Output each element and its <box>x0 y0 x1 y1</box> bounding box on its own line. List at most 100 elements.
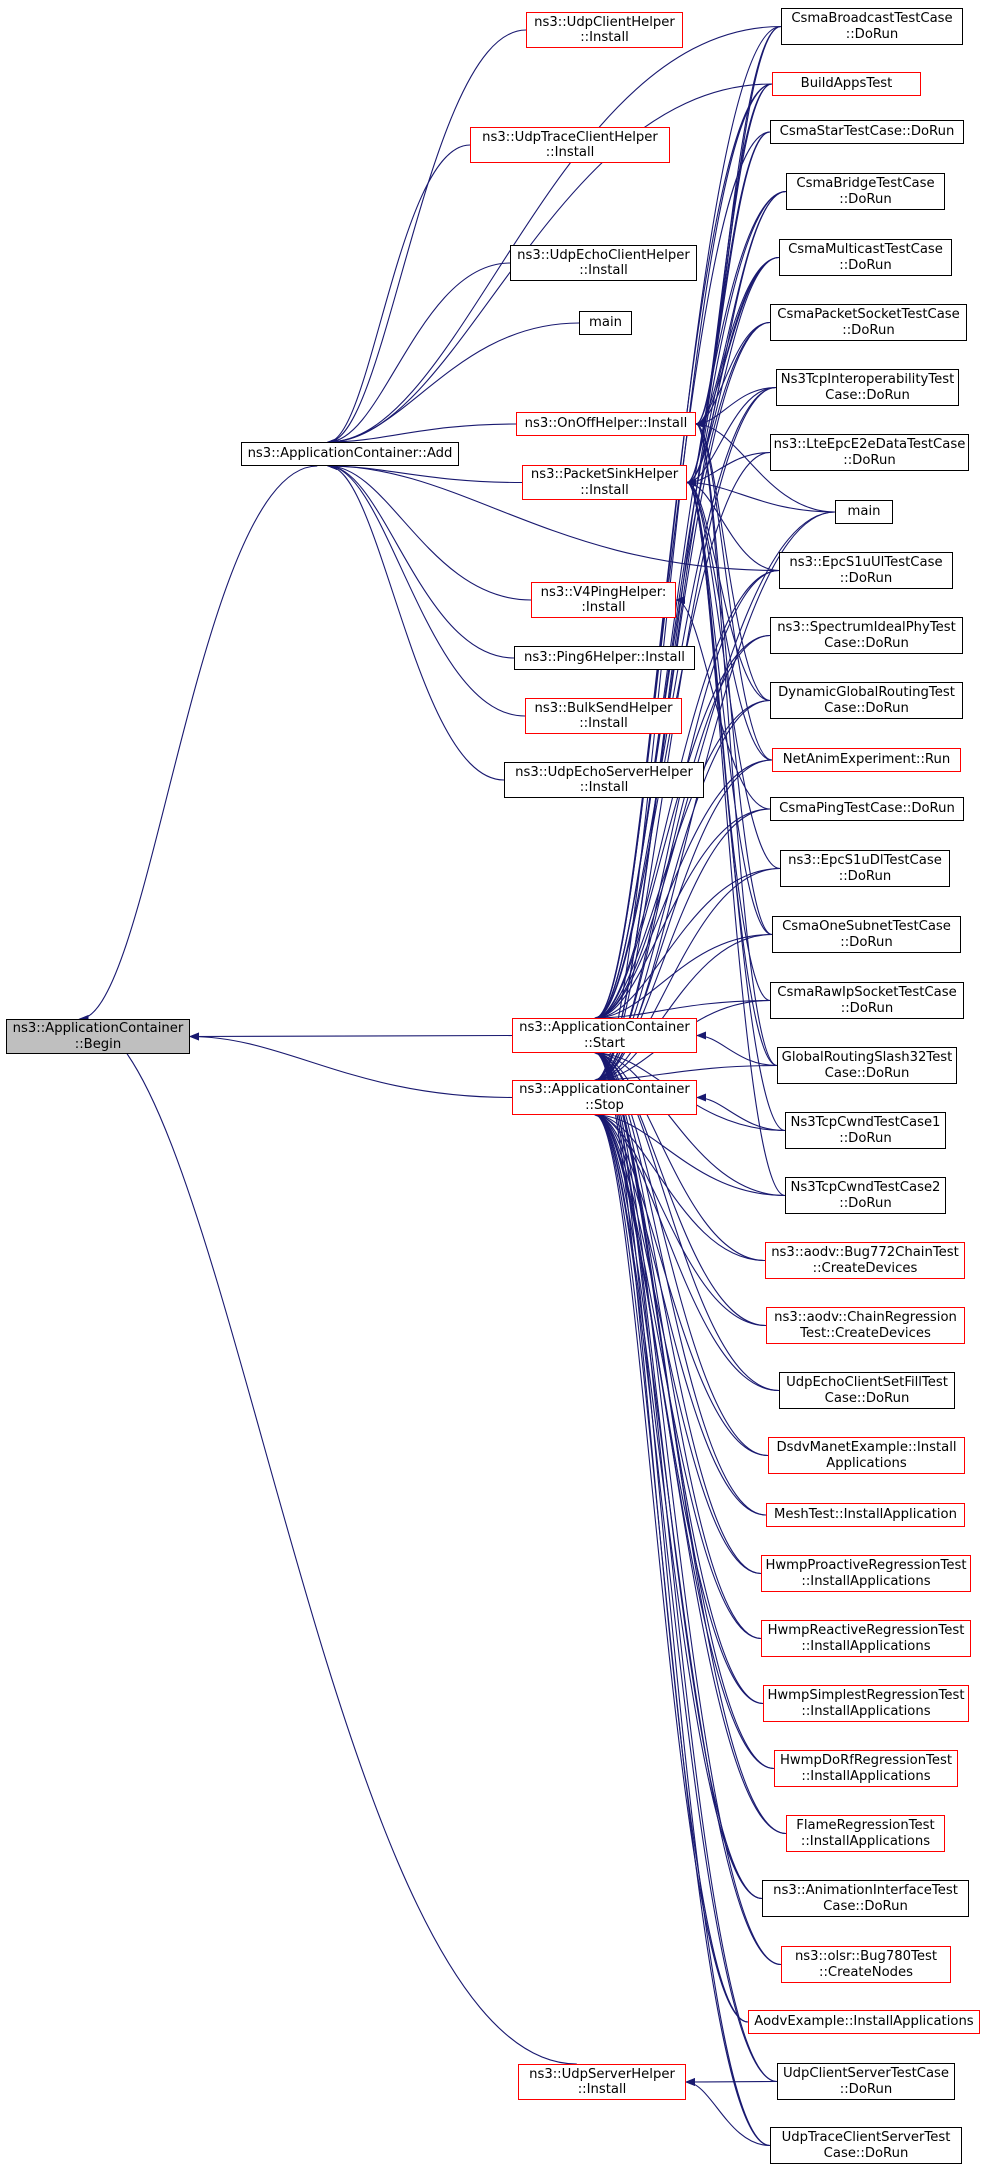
edge-csmamulticast-to-packetsinkhelper <box>686 256 780 487</box>
edge-packetsinkhelper-to-add <box>327 462 523 484</box>
node-epcs1uul[interactable]: ns3::EpcS1uUlTestCase::DoRun <box>779 552 953 589</box>
edge-animinterface-to-stop <box>594 1111 763 1900</box>
node-hwmpreactive[interactable]: HwmpReactiveRegressionTest::InstallAppli… <box>761 1620 971 1657</box>
node-hwmpdorf[interactable]: HwmpDoRfRegressionTest::InstallApplicati… <box>774 1750 958 1787</box>
node-ping6helper[interactable]: ns3::Ping6Helper::Install <box>514 646 695 670</box>
node-packetsinkhelper[interactable]: ns3::PacketSinkHelper::Install <box>522 465 687 500</box>
node-label: ::Start <box>583 1035 626 1051</box>
edge-spectrumideal-to-stop <box>594 634 771 1084</box>
node-bulksendhelper[interactable]: ns3::BulkSendHelper::Install <box>525 698 682 734</box>
node-label: ::DoRun <box>840 1000 894 1016</box>
node-label: Case::DoRun <box>824 635 909 651</box>
node-csmastar[interactable]: CsmaStarTestCase::DoRun <box>770 120 964 144</box>
node-label: ns3::LteEpcE2eDataTestCase <box>773 437 966 453</box>
node-epcs1udl[interactable]: ns3::EpcS1uDlTestCase::DoRun <box>780 850 950 887</box>
node-flameregression[interactable]: FlameRegressionTest::InstallApplications <box>786 1815 945 1852</box>
edge-udptraceclientserver-to-udpserverhelper <box>685 2078 771 2147</box>
node-label: ::Install <box>577 2082 627 2097</box>
node-lteepce2e[interactable]: ns3::LteEpcE2eDataTestCase::DoRun <box>770 434 969 471</box>
node-label: Ns3TcpInteroperabilityTest <box>780 372 955 388</box>
node-csmaping[interactable]: CsmaPingTestCase::DoRun <box>770 797 964 821</box>
node-label: ns3::ApplicationContainer <box>519 1082 690 1098</box>
node-csmaonesubnet[interactable]: CsmaOneSubnetTestCase::DoRun <box>772 916 961 953</box>
node-label: ::Install <box>579 716 628 731</box>
node-csmarawip[interactable]: CsmaRawIpSocketTestCase::DoRun <box>770 982 964 1019</box>
node-label: ::InstallApplications <box>800 1833 931 1849</box>
node-udpserverhelper[interactable]: ns3::UdpServerHelper::Install <box>518 2064 686 2100</box>
node-label: ::DoRun <box>845 26 899 42</box>
node-label: FlameRegressionTest <box>796 1818 935 1834</box>
node-aodvexample[interactable]: AodvExample::InstallApplications <box>748 2010 980 2034</box>
node-label: CsmaRawIpSocketTestCase <box>777 985 957 1001</box>
node-label: ns3::EpcS1uUlTestCase <box>789 555 943 571</box>
node-label: ::DoRun <box>839 257 892 273</box>
node-label: ns3::UdpServerHelper <box>529 2066 675 2082</box>
node-label: ns3::BulkSendHelper <box>534 700 673 716</box>
node-label: Case::DoRun <box>823 2145 909 2161</box>
node-v4pinghelper[interactable]: ns3::V4PingHelper::Install <box>531 582 676 618</box>
node-label: ns3::ApplicationContainer <box>519 1020 690 1036</box>
edge-udpclientserver-to-udpserverhelper <box>685 2077 778 2086</box>
node-label: GlobalRoutingSlash32Test <box>781 1050 953 1066</box>
node-label: Applications <box>826 1455 907 1471</box>
edge-epcs1uul-to-add <box>327 462 780 572</box>
edge-csmaonesubnet-to-packetsinkhelper <box>686 478 773 936</box>
node-main2[interactable]: main <box>835 500 893 524</box>
node-buildappstest[interactable]: BuildAppsTest <box>772 72 921 96</box>
node-label: HwmpReactiveRegressionTest <box>767 1623 965 1639</box>
node-label: NetAnimExperiment::Run <box>782 752 951 768</box>
node-stop[interactable]: ns3::ApplicationContainer::Stop <box>512 1080 697 1115</box>
node-label: Ns3TcpCwndTestCase2 <box>790 1180 941 1196</box>
node-csmapacketsocket[interactable]: CsmaPacketSocketTestCase::DoRun <box>770 304 967 341</box>
node-label: ns3::UdpTraceClientHelper <box>482 129 658 145</box>
node-bug772[interactable]: ns3::aodv::Bug772ChainTest::CreateDevice… <box>765 1242 965 1279</box>
node-udptraceclienthelper[interactable]: ns3::UdpTraceClientHelper::Install <box>470 127 670 163</box>
edge-csmaping-to-start <box>594 808 771 1022</box>
node-label: ::DoRun <box>842 322 895 338</box>
node-start[interactable]: ns3::ApplicationContainer::Start <box>512 1018 697 1053</box>
node-csmabroadcast[interactable]: CsmaBroadcastTestCase::DoRun <box>781 8 963 45</box>
node-label: CsmaMulticastTestCase <box>788 242 943 258</box>
node-label: Test::CreateDevices <box>800 1325 931 1341</box>
node-main1[interactable]: main <box>579 311 632 335</box>
node-label: ::Stop <box>585 1097 624 1113</box>
node-onoffhelper[interactable]: ns3::OnOffHelper::Install <box>516 412 696 436</box>
node-label: ::DoRun <box>839 191 892 207</box>
node-label: ns3::aodv::ChainRegression <box>774 1310 957 1326</box>
node-add[interactable]: ns3::ApplicationContainer::Add <box>241 442 459 466</box>
node-label: CsmaPacketSocketTestCase <box>777 307 960 323</box>
node-csmabridge[interactable]: CsmaBridgeTestCase::DoRun <box>786 173 945 210</box>
node-netanim[interactable]: NetAnimExperiment::Run <box>772 748 961 772</box>
node-udpechoclienthelper[interactable]: ns3::UdpEchoClientHelper::Install <box>510 245 697 281</box>
node-label: Ns3TcpCwndTestCase1 <box>790 1115 941 1131</box>
node-udpechoserverhelper[interactable]: ns3::UdpEchoServerHelper::Install <box>504 762 704 798</box>
node-csmamulticast[interactable]: CsmaMulticastTestCase::DoRun <box>779 239 952 276</box>
node-label: ::Install <box>580 482 629 498</box>
node-tcpcwnd2[interactable]: Ns3TcpCwndTestCase2::DoRun <box>785 1177 946 1214</box>
node-olsrbug780[interactable]: ns3::olsr::Bug780Test::CreateNodes <box>781 1946 951 1983</box>
edge-csmaonesubnet-to-stop <box>594 933 773 1084</box>
node-label: CsmaStarTestCase::DoRun <box>779 124 955 140</box>
node-tcpcwnd1[interactable]: Ns3TcpCwndTestCase1::DoRun <box>785 1112 946 1149</box>
node-udpclienthelper[interactable]: ns3::UdpClientHelper::Install <box>526 12 683 48</box>
node-udpclientserver[interactable]: UdpClientServerTestCase::DoRun <box>777 2063 955 2100</box>
node-meshtest[interactable]: MeshTest::InstallApplication <box>766 1503 965 1527</box>
node-label: ns3::Ping6Helper::Install <box>524 650 685 666</box>
node-label: ::CreateNodes <box>819 1964 913 1980</box>
node-label: UdpTraceClientServerTest <box>781 2130 951 2146</box>
node-label: ns3::AnimationInterfaceTest <box>773 1883 958 1899</box>
node-hwmpproactive[interactable]: HwmpProactiveRegressionTest::InstallAppl… <box>761 1555 971 1592</box>
edge-globalslash32-to-start <box>696 1031 778 1067</box>
node-hwmpsimplest[interactable]: HwmpSimplestRegressionTest::InstallAppli… <box>763 1685 969 1722</box>
edge-hwmpproactive-to-stop <box>594 1111 762 1575</box>
edge-netanim-to-onoffhelper <box>695 420 773 761</box>
